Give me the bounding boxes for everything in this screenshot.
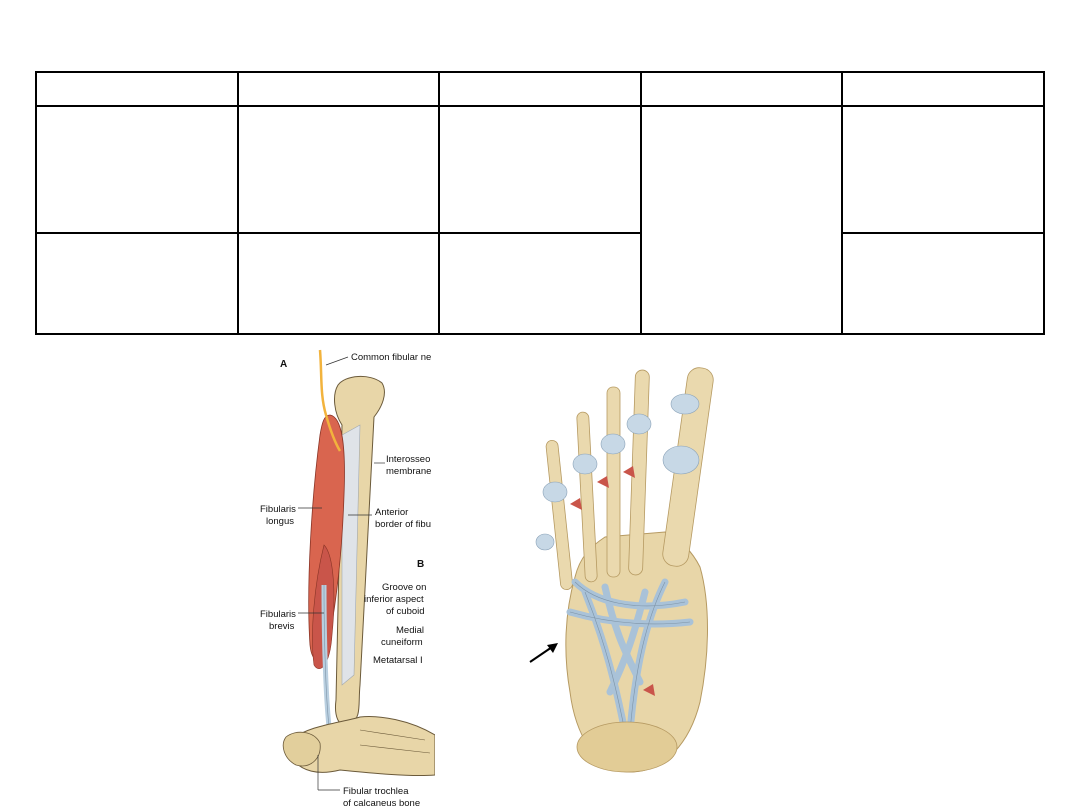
red-ligament-marks bbox=[570, 466, 655, 696]
table-cell[interactable] bbox=[841, 105, 1045, 235]
calcaneus bbox=[282, 731, 321, 767]
table-row bbox=[35, 105, 1045, 335]
label-fibularis-longus-2: longus bbox=[266, 516, 294, 527]
label-interosseous-membrane-2: membrane bbox=[386, 466, 431, 477]
foot-illustration bbox=[529, 367, 714, 773]
label-metatarsal: Metatarsal I bbox=[373, 655, 423, 666]
table-cell[interactable] bbox=[236, 105, 441, 235]
empty-table bbox=[35, 70, 1045, 335]
label-groove-cuboid-2: inferior aspect bbox=[364, 594, 424, 605]
label-anterior-border: Anterior bbox=[375, 507, 408, 518]
label-medial-cuneiform-2: cuneiform bbox=[381, 637, 423, 648]
table-cell[interactable] bbox=[236, 70, 441, 108]
table-cell[interactable] bbox=[438, 232, 642, 335]
table-cell[interactable] bbox=[841, 70, 1045, 108]
panel-label-b: B bbox=[417, 559, 424, 570]
label-common-fibular-nerve: Common fibular ne bbox=[351, 352, 431, 363]
label-medial-cuneiform: Medial bbox=[396, 625, 424, 636]
label-fibularis-brevis: Fibularis bbox=[260, 609, 296, 620]
table-cell[interactable] bbox=[35, 105, 239, 235]
table-cell-merged[interactable] bbox=[639, 105, 844, 335]
label-fibular-trochlea-2: of calcaneus bone bbox=[343, 798, 420, 809]
label-interosseous-membrane: Interosseo bbox=[386, 454, 430, 465]
table-cell[interactable] bbox=[35, 232, 239, 335]
plantar-ligaments-detail bbox=[569, 581, 691, 733]
table-cell[interactable] bbox=[438, 105, 642, 235]
interosseous-membrane bbox=[341, 424, 361, 686]
label-groove-cuboid-3: of cuboid bbox=[386, 606, 425, 617]
foot-bones bbox=[289, 716, 435, 777]
calcaneus-heel bbox=[576, 721, 678, 773]
table-header-row bbox=[35, 70, 1045, 108]
label-fibularis-longus: Fibularis bbox=[260, 504, 296, 515]
table-cell[interactable] bbox=[639, 70, 844, 108]
table-cell[interactable] bbox=[236, 232, 441, 335]
fibularis-muscles-figure: A Common fibular ne Interosseo membrane … bbox=[250, 345, 435, 810]
panel-label-a: A bbox=[280, 359, 287, 370]
common-fibular-nerve bbox=[318, 349, 342, 452]
pointer-arrowhead bbox=[547, 643, 558, 653]
plantar-ligaments-figure bbox=[515, 352, 730, 777]
table-cell[interactable] bbox=[35, 70, 239, 108]
label-groove-cuboid: Groove on bbox=[382, 582, 426, 593]
label-anterior-border-2: border of fibu bbox=[375, 519, 431, 530]
table-row bbox=[35, 232, 1045, 335]
table-cell[interactable] bbox=[841, 232, 1045, 335]
table-cell[interactable] bbox=[438, 70, 642, 108]
label-fibular-trochlea: Fibular trochlea bbox=[343, 786, 409, 797]
leg-illustration: A Common fibular ne Interosseo membrane … bbox=[260, 349, 435, 809]
joint-capsules bbox=[535, 393, 700, 551]
label-fibularis-brevis-2: brevis bbox=[269, 621, 295, 632]
